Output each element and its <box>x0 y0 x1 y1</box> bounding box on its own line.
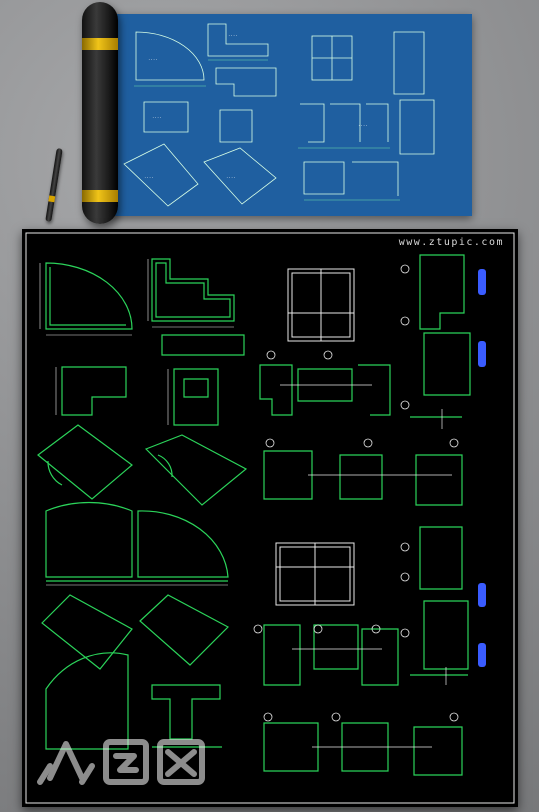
cad-profiles-drawing <box>25 232 515 804</box>
left-dimensions <box>39 259 234 586</box>
pen-ring <box>48 195 56 203</box>
svg-text:....: .... <box>226 174 236 179</box>
technical-pen-icon <box>45 147 63 223</box>
blue-blueprint-sheet: .... .... .... .... .... .... <box>108 14 472 216</box>
roll-band-top <box>82 38 118 50</box>
fastener-lines <box>280 384 452 748</box>
svg-text:....: .... <box>144 174 154 179</box>
svg-text:....: .... <box>228 32 238 37</box>
vertical-sections <box>410 254 471 676</box>
roll-band-bottom <box>82 190 118 202</box>
cad-drawing-sheet: www.ztupic.com <box>22 229 518 807</box>
svg-text:....: .... <box>358 122 368 127</box>
svg-text:....: .... <box>152 114 162 119</box>
sheet-frame <box>25 232 515 804</box>
section-profiles <box>259 364 463 776</box>
window-elevations <box>275 268 355 606</box>
left-profiles <box>37 258 248 750</box>
section-markers <box>253 264 459 722</box>
site-url-label: www.ztupic.com <box>398 237 504 248</box>
blueprint-drawing: .... .... .... .... .... .... <box>123 23 435 207</box>
svg-text:....: .... <box>148 56 158 61</box>
paper-roll-icon <box>82 2 118 224</box>
watermark-logo-shape <box>37 739 205 785</box>
glass-gaskets <box>478 269 486 667</box>
zhongtu-logo-icon <box>36 730 236 790</box>
